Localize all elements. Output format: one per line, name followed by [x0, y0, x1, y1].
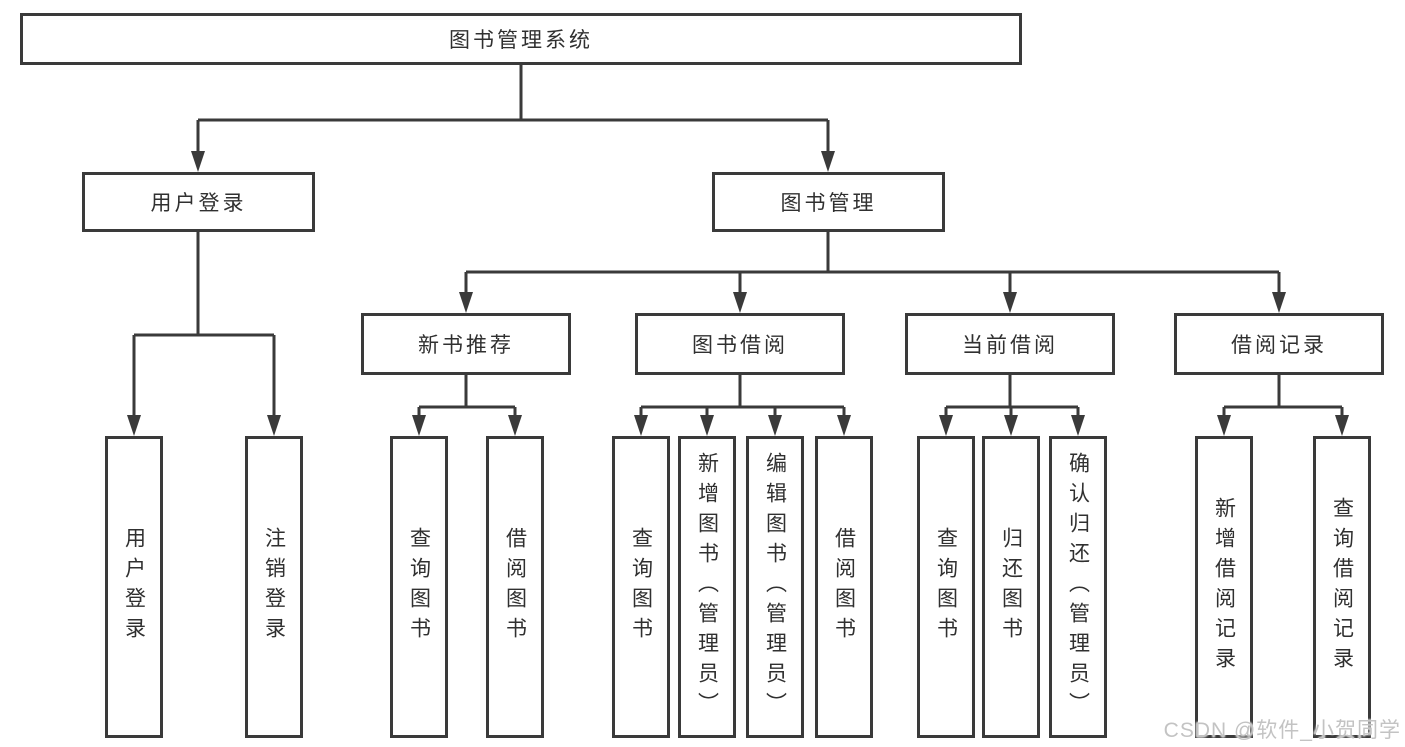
node-new-book-recommend: 新书推荐: [361, 313, 571, 375]
leaf-user-login: 用户登录: [105, 436, 163, 738]
leaf-label: 查询借阅记录: [1330, 497, 1354, 677]
leaf-label: 用户登录: [122, 527, 146, 647]
leaf-edit-books-admin: 编辑图书（管理员）: [746, 436, 804, 738]
leaf-label: 注销登录: [262, 527, 286, 647]
leaf-borrow-books: 借阅图书: [815, 436, 873, 738]
leaf-query-books-recommend: 查询图书: [390, 436, 448, 738]
leaf-label: 编辑图书（管理员）: [763, 452, 787, 722]
leaf-label: 查询图书: [629, 527, 653, 647]
node-system-root: 图书管理系统: [20, 13, 1022, 65]
node-book-borrowing: 图书借阅: [635, 313, 845, 375]
arrowheads: [127, 151, 1349, 436]
leaf-query-borrow-record: 查询借阅记录: [1313, 436, 1371, 738]
csdn-watermark: CSDN @软件_小贺同学: [1163, 719, 1401, 742]
leaf-add-books-admin: 新增图书（管理员）: [678, 436, 736, 738]
leaf-query-books-borrowing: 查询图书: [612, 436, 670, 738]
node-user-login: 用户登录: [82, 172, 315, 232]
leaf-confirm-return-admin: 确认归还（管理员）: [1049, 436, 1107, 738]
leaf-label: 查询图书: [407, 527, 431, 647]
leaf-label: 借阅图书: [503, 527, 527, 647]
leaf-return-books: 归还图书: [982, 436, 1040, 738]
leaf-label: 确认归还（管理员）: [1066, 452, 1090, 722]
node-book-management: 图书管理: [712, 172, 945, 232]
node-current-borrowing: 当前借阅: [905, 313, 1115, 375]
leaf-label: 新增图书（管理员）: [695, 452, 719, 722]
leaf-label: 新增借阅记录: [1212, 497, 1236, 677]
leaf-add-borrow-record: 新增借阅记录: [1195, 436, 1253, 738]
leaf-borrow-books-recommend: 借阅图书: [486, 436, 544, 738]
leaf-label: 借阅图书: [832, 527, 856, 647]
leaf-label: 查询图书: [934, 527, 958, 647]
node-borrowing-records: 借阅记录: [1174, 313, 1384, 375]
leaf-query-books-current: 查询图书: [917, 436, 975, 738]
leaf-label: 归还图书: [999, 527, 1023, 647]
leaf-logout: 注销登录: [245, 436, 303, 738]
